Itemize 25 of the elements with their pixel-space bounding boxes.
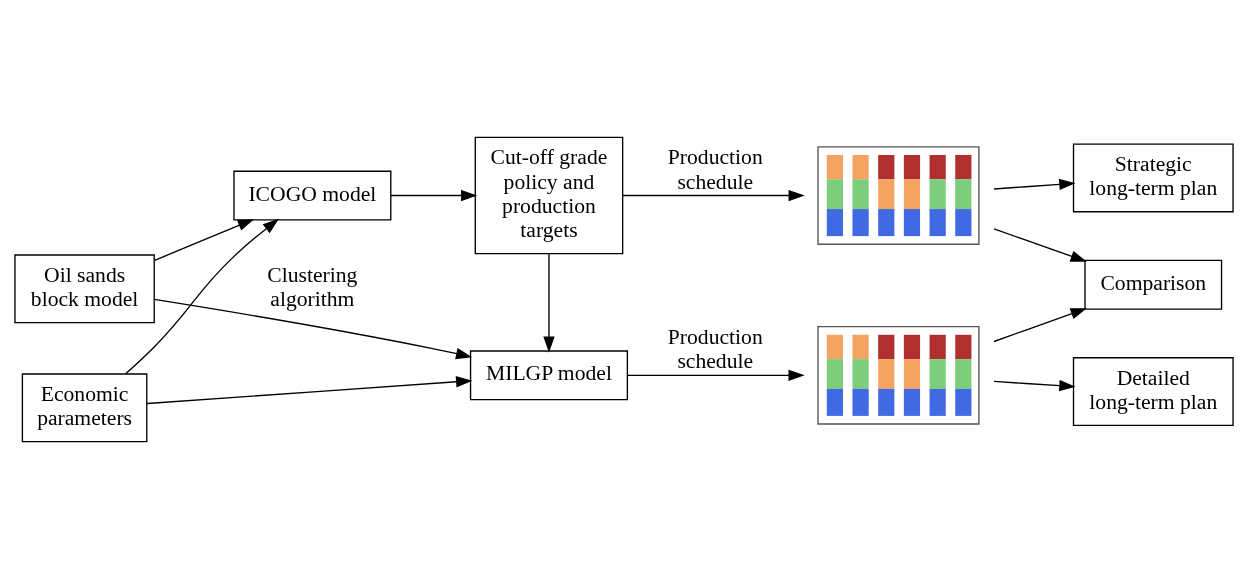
arrow xyxy=(146,376,473,405)
arrow xyxy=(993,178,1076,191)
arrow xyxy=(993,228,1087,262)
arrow xyxy=(543,253,555,353)
node-box: MILGP model xyxy=(469,350,629,401)
arrow xyxy=(622,189,805,202)
node-box: Strategic long-term plan xyxy=(1072,143,1234,213)
arrow xyxy=(627,369,805,382)
node-box: Oil sands block model xyxy=(14,254,155,324)
node-box: Cut-off grade policy and production targets xyxy=(474,136,624,255)
arrow xyxy=(125,218,279,375)
node-box: Economic parameters xyxy=(21,373,148,443)
node-box: Comparison xyxy=(1084,259,1223,310)
edge-label: Production schedule xyxy=(667,324,763,374)
edge-label: Clustering algorithm xyxy=(267,262,358,312)
picture xyxy=(817,326,980,425)
arrow xyxy=(154,219,255,261)
arrow xyxy=(993,308,1087,343)
node-box: ICOGO model xyxy=(233,170,392,221)
arrow xyxy=(993,379,1076,392)
picture xyxy=(817,146,980,245)
node-box: Detailed long-term plan xyxy=(1072,357,1234,427)
edge-label: Production schedule xyxy=(667,145,763,194)
arrow xyxy=(153,298,473,360)
arrow xyxy=(390,189,478,202)
